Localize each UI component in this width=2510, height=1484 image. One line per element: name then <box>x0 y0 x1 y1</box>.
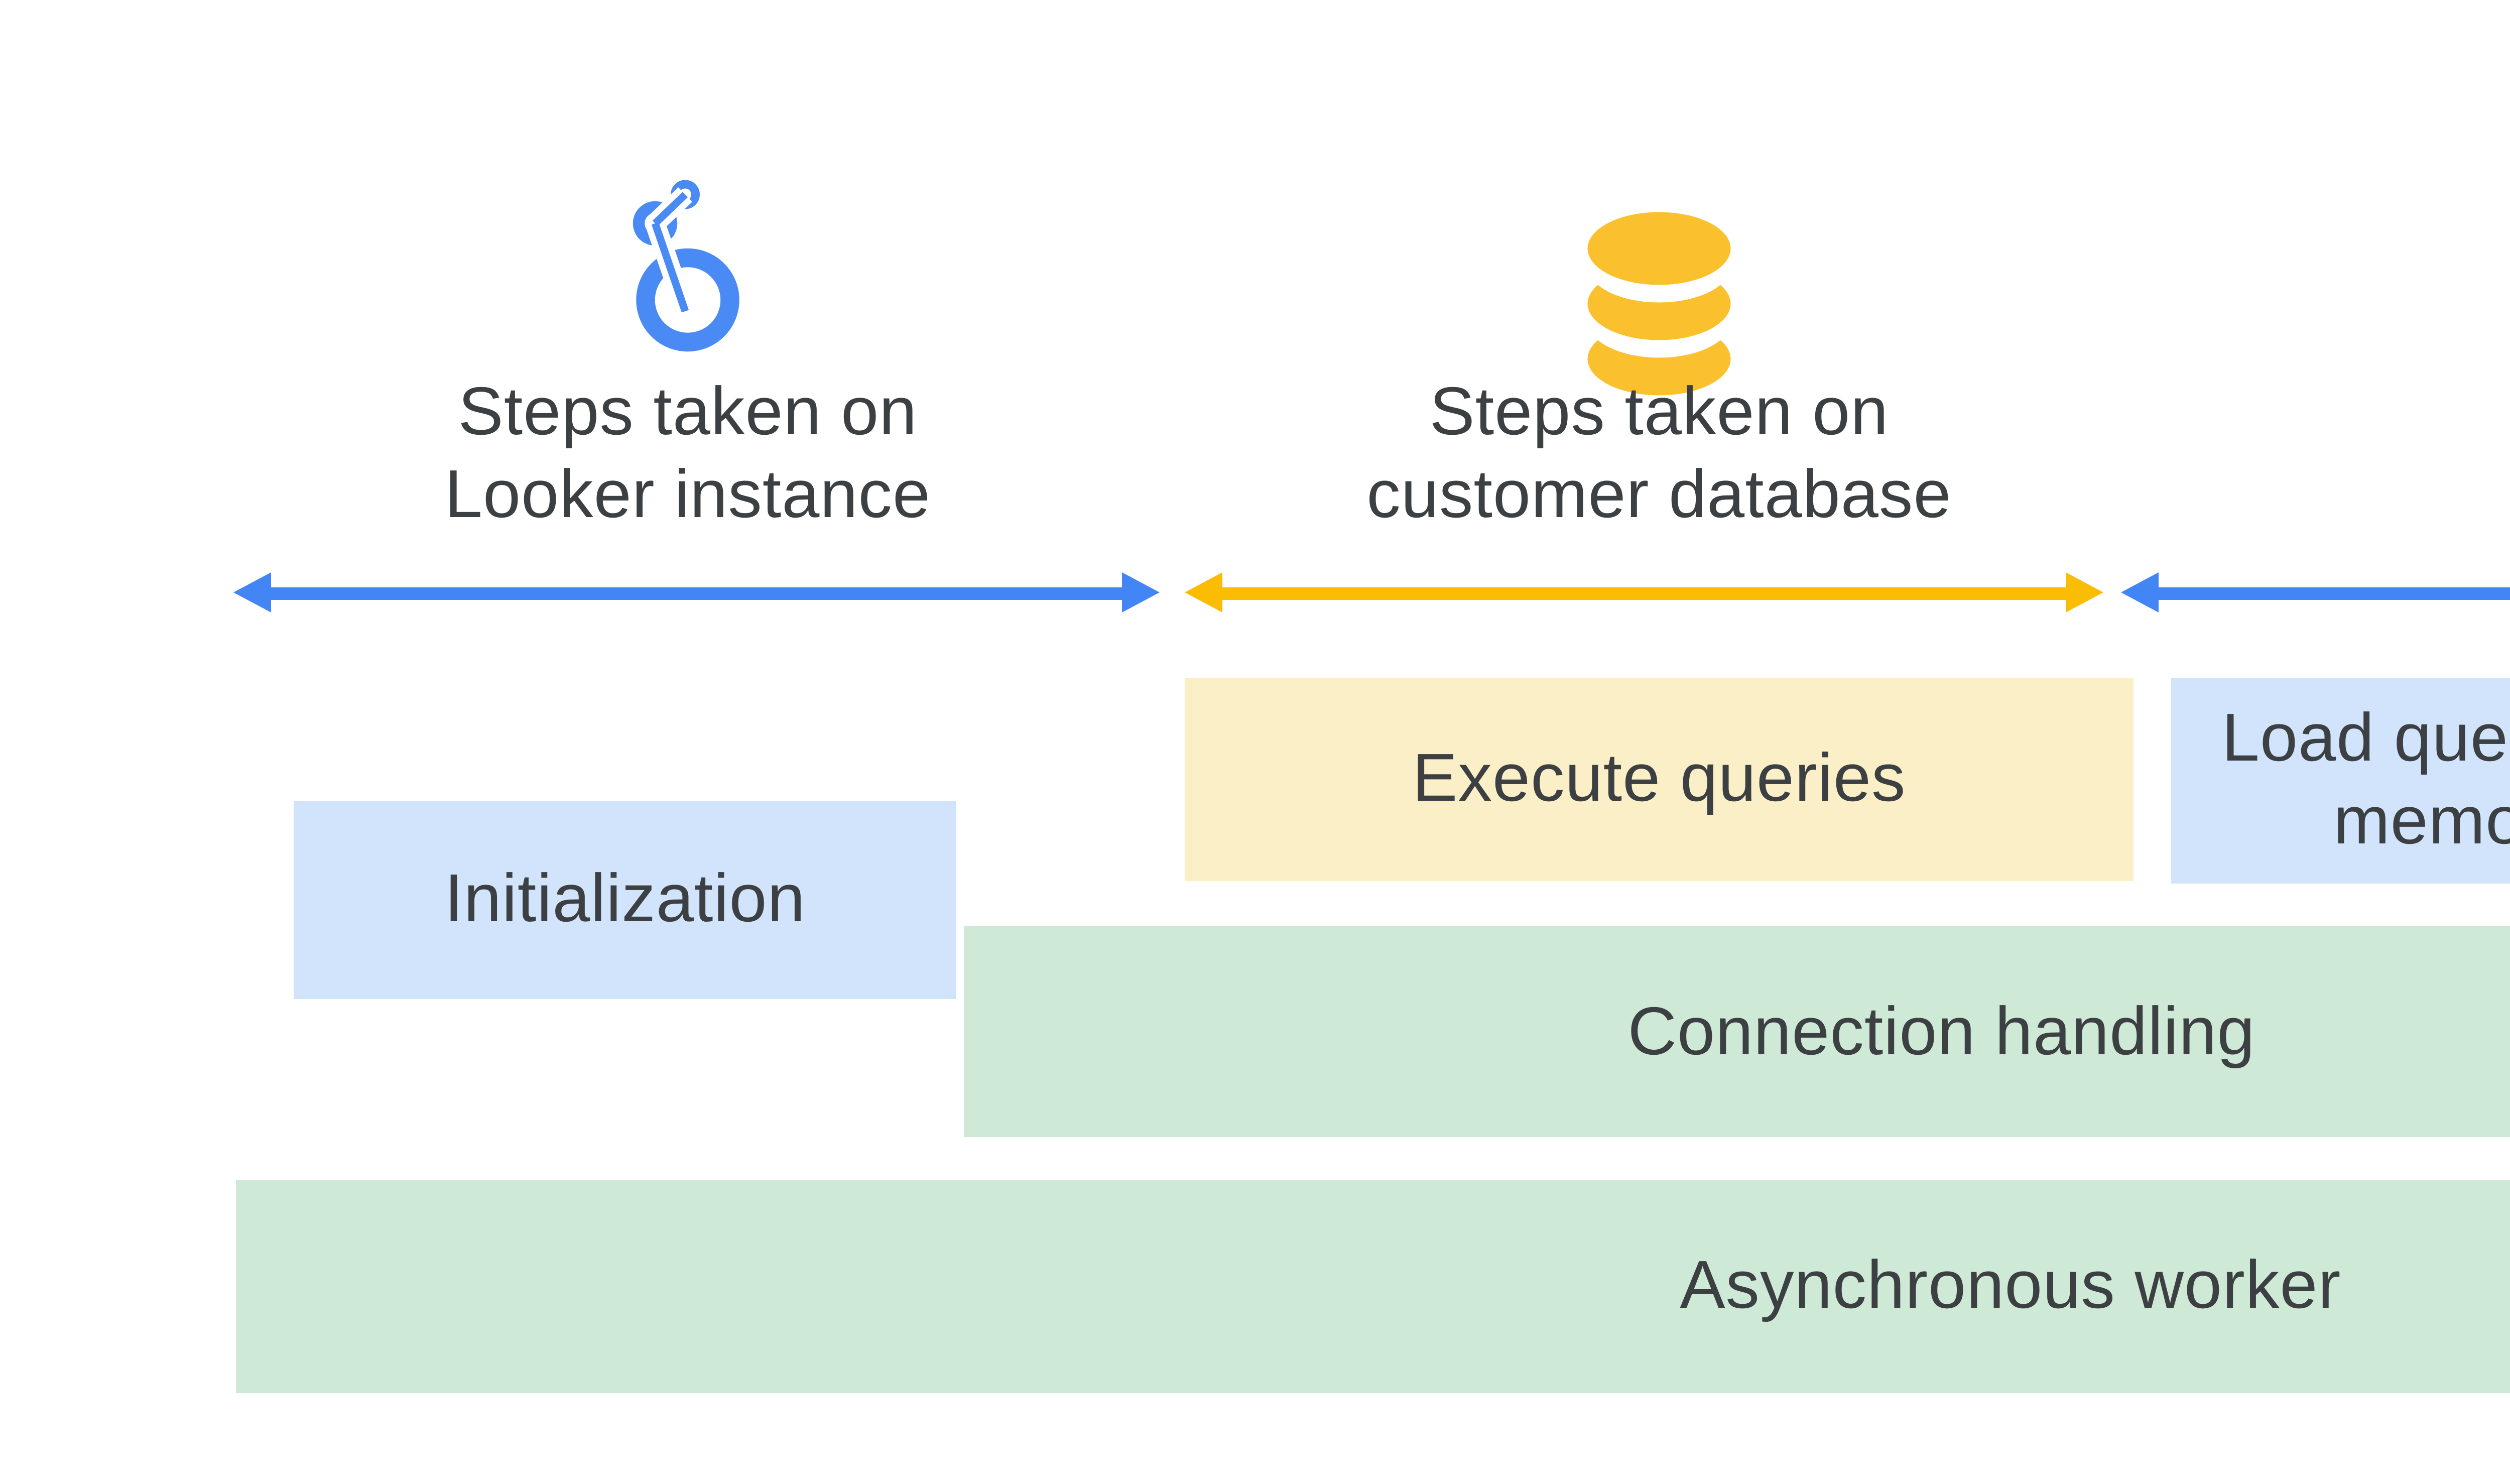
section-label-line2: customer database <box>1366 457 1952 532</box>
arrowhead-right-icon <box>1122 572 1160 612</box>
phase-box-initialization: Initialization <box>294 801 956 999</box>
phase-box-load-queries-in-memory: Load queries in memory <box>2171 678 2510 884</box>
phase-box-label: Asynchronous worker <box>1680 1248 2341 1323</box>
arrow-shaft <box>266 587 1127 600</box>
section-label-line1: Steps taken on <box>458 374 918 449</box>
arrow-shaft <box>2154 587 2510 600</box>
phase-box-label: Connection handling <box>1627 993 2255 1068</box>
arrowhead-right-icon <box>2066 572 2103 612</box>
section-label-looker-left: Steps taken on Looker instance <box>236 372 1140 537</box>
looker-logo-icon <box>633 180 739 352</box>
phase-box-label: Execute queries <box>1412 740 1906 816</box>
database-icon <box>1587 212 1731 396</box>
phase-box-asynchronous-worker: Asynchronous worker <box>236 1180 2510 1393</box>
phase-box-execute-queries: Execute queries <box>1185 678 2134 881</box>
arrowhead-left-icon <box>233 572 271 612</box>
double-arrow-looker-right <box>2121 572 2510 615</box>
double-arrow-looker-left <box>233 572 1160 615</box>
arrowhead-left-icon <box>1185 572 1222 612</box>
arrow-shaft <box>1217 587 2071 600</box>
arrowhead-left-icon <box>2121 572 2159 612</box>
phase-box-label: Load queries in memory <box>2221 700 2510 858</box>
section-label-customer-database: Steps taken on customer database <box>1207 372 2111 537</box>
phase-box-label: Initialization <box>444 861 806 936</box>
phase-box-connection-handling: Connection handling <box>964 926 2510 1137</box>
section-label-line1: Steps taken on <box>1429 374 1889 449</box>
double-arrow-customer-database <box>1185 572 2103 615</box>
section-label-line2: Looker instance <box>444 457 931 532</box>
